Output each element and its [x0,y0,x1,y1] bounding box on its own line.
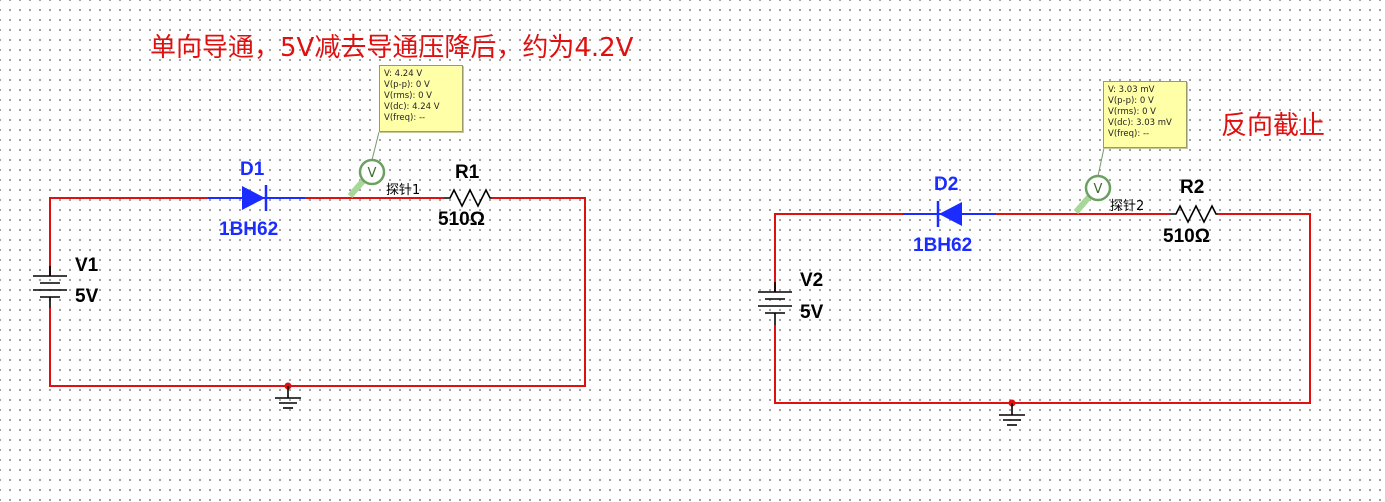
probe-2-label: 探针2 [1110,199,1144,214]
source-1-value: 5V [75,286,99,307]
probe-1-icon[interactable]: V [347,131,386,198]
probe-1-reading: V: 4.24 V [384,69,423,79]
circuit-2-wires[interactable] [774,213,1311,404]
circuit-2-resistor-icon[interactable] [1170,204,1218,224]
probe-1-reading: V(rms): 0 V [384,91,432,101]
probe-1-reading: V(dc): 4.24 V [384,102,440,112]
probe-2-reading: V(p-p): 0 V [1108,96,1154,106]
diode-2-model: 1BH62 [913,235,972,256]
probe-1-reading: V(p-p): 0 V [384,80,430,90]
circuit-2-diode-icon[interactable] [903,201,996,227]
circuit-2-battery-icon[interactable] [758,282,792,325]
annotation-forward: 单向导通，5V减去导通压降后，约为4.2V [150,33,634,63]
probe-2-reading: V(rms): 0 V [1108,107,1156,117]
circuit-2: V 探针2 D2 1BH62 R2 510Ω V2 5V [758,147,1311,426]
resistor-2-ref: R2 [1180,177,1204,198]
circuit-1: V 探针1 D1 1BH62 R1 510Ω V1 5V [33,131,586,409]
probe-1-symbol: V [368,166,377,181]
annotation-reverse: 反向截止 [1221,111,1325,141]
probe-1-readout: V: 4.24 V V(p-p): 0 V V(rms): 0 V V(dc):… [379,65,463,132]
circuit-1-ground-icon[interactable] [275,386,301,409]
circuit-1-diode-icon[interactable] [208,185,305,211]
circuit-1-resistor-icon[interactable] [444,188,492,208]
resistor-1-ref: R1 [455,162,480,183]
source-1-ref: V1 [75,255,99,276]
resistor-2-value: 510Ω [1163,226,1210,247]
diode-2-ref: D2 [934,174,958,195]
probe-2-symbol: V [1094,182,1103,197]
probe-1-reading: V(freq): -- [384,113,426,123]
circuit-1-wires[interactable] [49,197,586,387]
probe-1-label: 探针1 [386,183,420,198]
diode-1-model: 1BH62 [219,219,278,240]
diode-1-ref: D1 [240,159,265,180]
resistor-1-value: 510Ω [438,209,485,230]
source-2-ref: V2 [800,270,823,291]
probe-2-icon[interactable]: V [1073,147,1112,214]
source-2-value: 5V [800,302,824,323]
probe-2-reading: V(freq): -- [1108,129,1150,139]
circuit-1-battery-icon[interactable] [33,266,67,308]
probe-2-reading: V(dc): 3.03 mV [1108,118,1172,128]
probe-2-reading: V: 3.03 mV [1108,85,1155,95]
probe-2-readout: V: 3.03 mV V(p-p): 0 V V(rms): 0 V V(dc)… [1103,81,1187,148]
circuit-2-ground-icon[interactable] [999,403,1025,426]
